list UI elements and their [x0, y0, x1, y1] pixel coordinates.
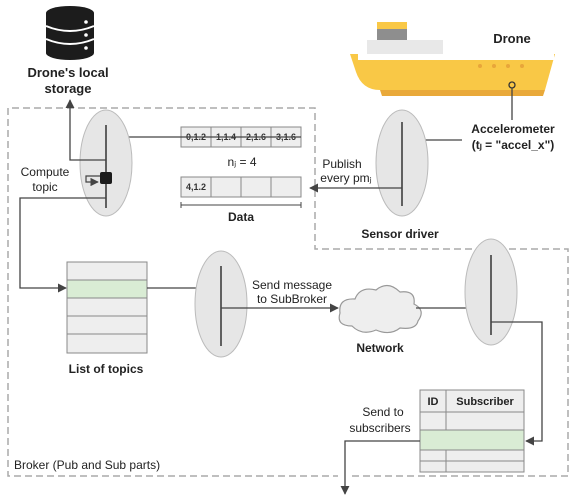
subscriber-table: ID Subscriber [419, 389, 525, 473]
broker-boundary [7, 107, 569, 477]
buffer-bottom-cell-1: 4,1.2 [186, 182, 206, 192]
send-to-line1: Send to [362, 405, 404, 419]
send-message-line1: Send message [252, 278, 332, 292]
buffer-count-label: nⱼ = 4 [227, 155, 256, 169]
publish-label-line2: every pmⱼ [320, 171, 371, 185]
database-icon [45, 6, 95, 60]
cloud-icon [338, 284, 422, 334]
accelerometer-tag: (tⱼ = "accel_x") [472, 138, 555, 152]
drone-title: Drone [493, 31, 531, 46]
compute-topic-line2: topic [32, 180, 57, 194]
publish-label-line1: Publish [322, 157, 361, 171]
broker-label: Broker (Pub and Sub parts) [14, 458, 160, 472]
storage-title-line1: Drone's local [27, 65, 108, 80]
accelerometer-label: Accelerometer [471, 122, 555, 136]
drone-ship-icon [350, 22, 555, 96]
topics-list-label: List of topics [69, 362, 144, 376]
data-buffer-bottom: 4,1.2 [180, 176, 302, 198]
topics-list [66, 261, 148, 354]
storage-title-line2: storage [45, 81, 92, 96]
table-header-id: ID [428, 396, 439, 408]
table-header-subscriber: Subscriber [456, 396, 514, 408]
network-label: Network [356, 341, 404, 355]
compute-topic-block [100, 172, 112, 184]
data-label: Data [228, 210, 254, 224]
sensor-driver-label: Sensor driver [361, 227, 439, 241]
compute-topic-line1: Compute [21, 165, 70, 179]
send-message-line2: to SubBroker [257, 292, 327, 306]
send-to-line2: subscribers [349, 421, 410, 435]
